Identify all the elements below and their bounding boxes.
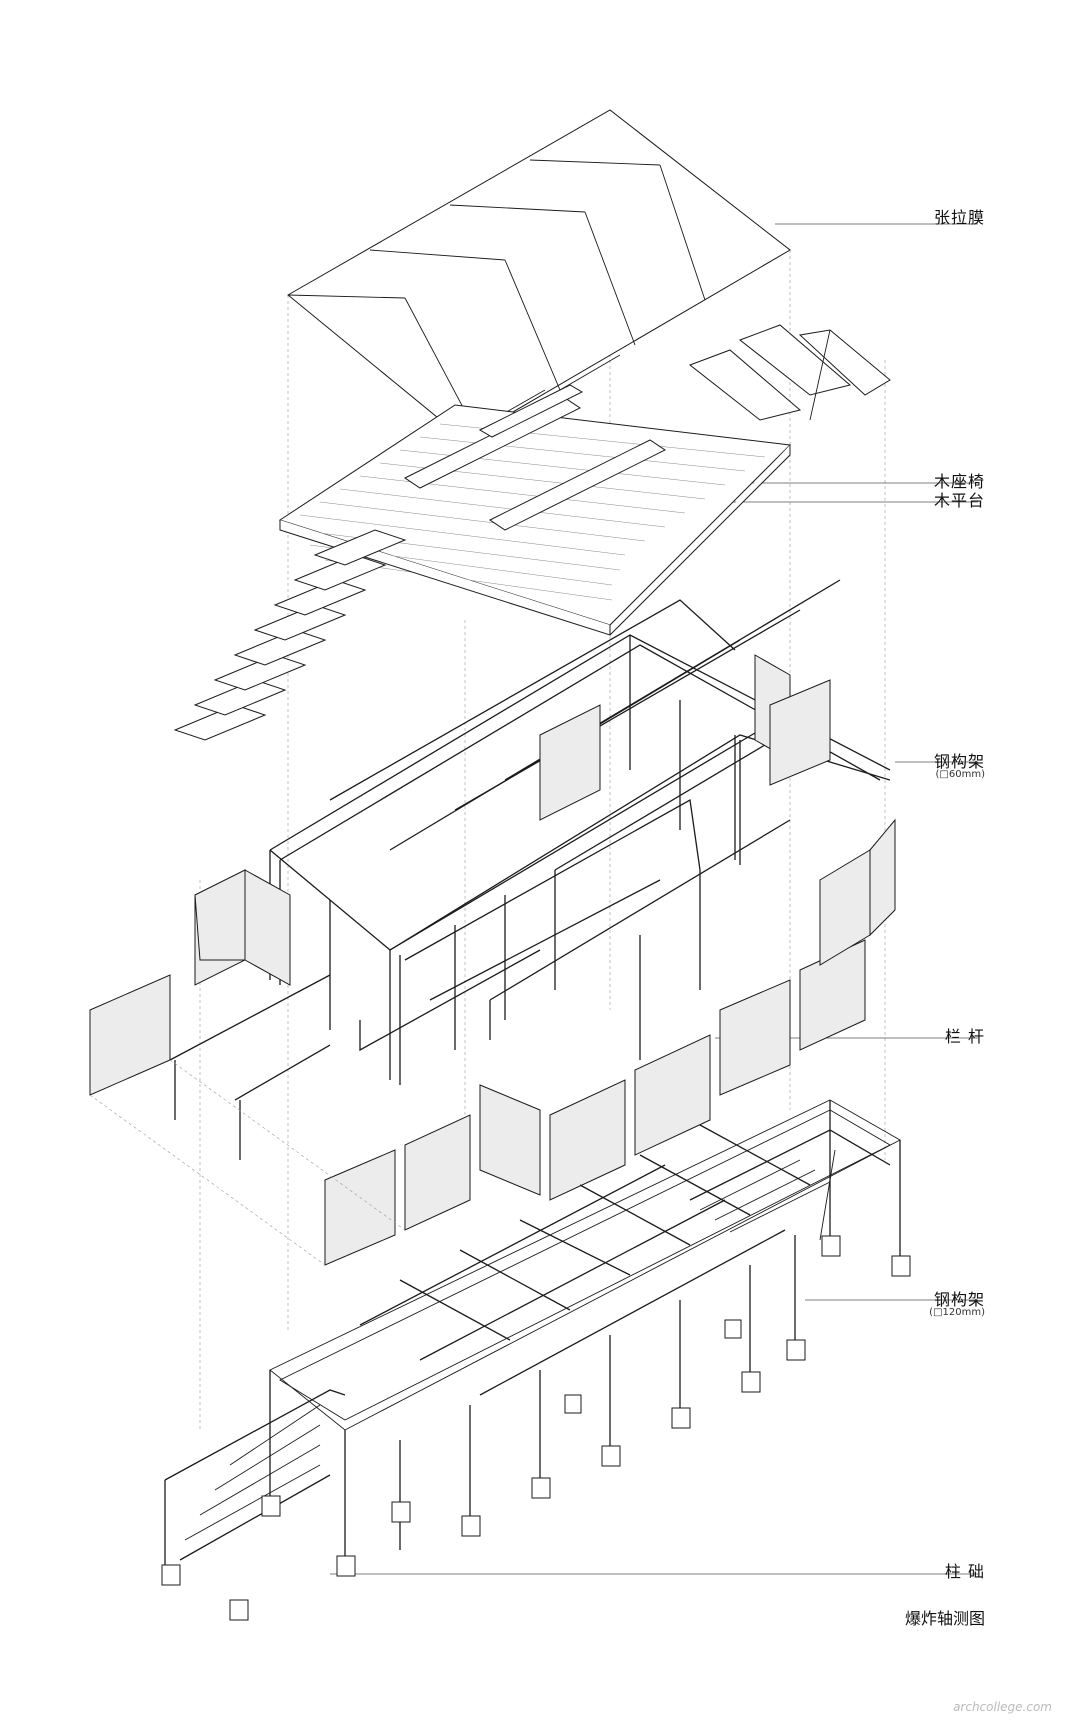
label-steel-frame-lower: 钢构架 (933, 1290, 985, 1309)
lower-stair-right (689, 1129, 891, 1241)
label-railing: 栏 杆 (944, 1027, 985, 1046)
wood-deck (278, 404, 792, 636)
tensile-membrane (287, 109, 791, 441)
lower-stair-left (164, 1389, 346, 1570)
watermark: archcollege.com (953, 1700, 1052, 1714)
label-steel-frame-upper: 钢构架 (933, 752, 985, 771)
label-steel-frame-upper-spec: (□60mm) (935, 769, 985, 780)
label-tensile-membrane: 张拉膜 (933, 208, 985, 227)
wood-bench (404, 384, 666, 531)
label-wood-bench: 木座椅 (933, 472, 985, 491)
label-steel-frame-lower-spec: (□120mm) (929, 1307, 985, 1318)
column-footings (161, 1235, 911, 1621)
label-column-footing: 柱 础 (944, 1562, 985, 1581)
steel-frame-120mm (269, 1099, 901, 1560)
steel-frame-60mm (269, 579, 891, 1085)
upper-stair-right (688, 324, 891, 421)
diagram-caption: 爆炸轴测图 (904, 1609, 985, 1628)
railing (89, 654, 896, 1266)
label-wood-deck: 木平台 (933, 491, 985, 510)
upper-stair-left (173, 529, 407, 741)
